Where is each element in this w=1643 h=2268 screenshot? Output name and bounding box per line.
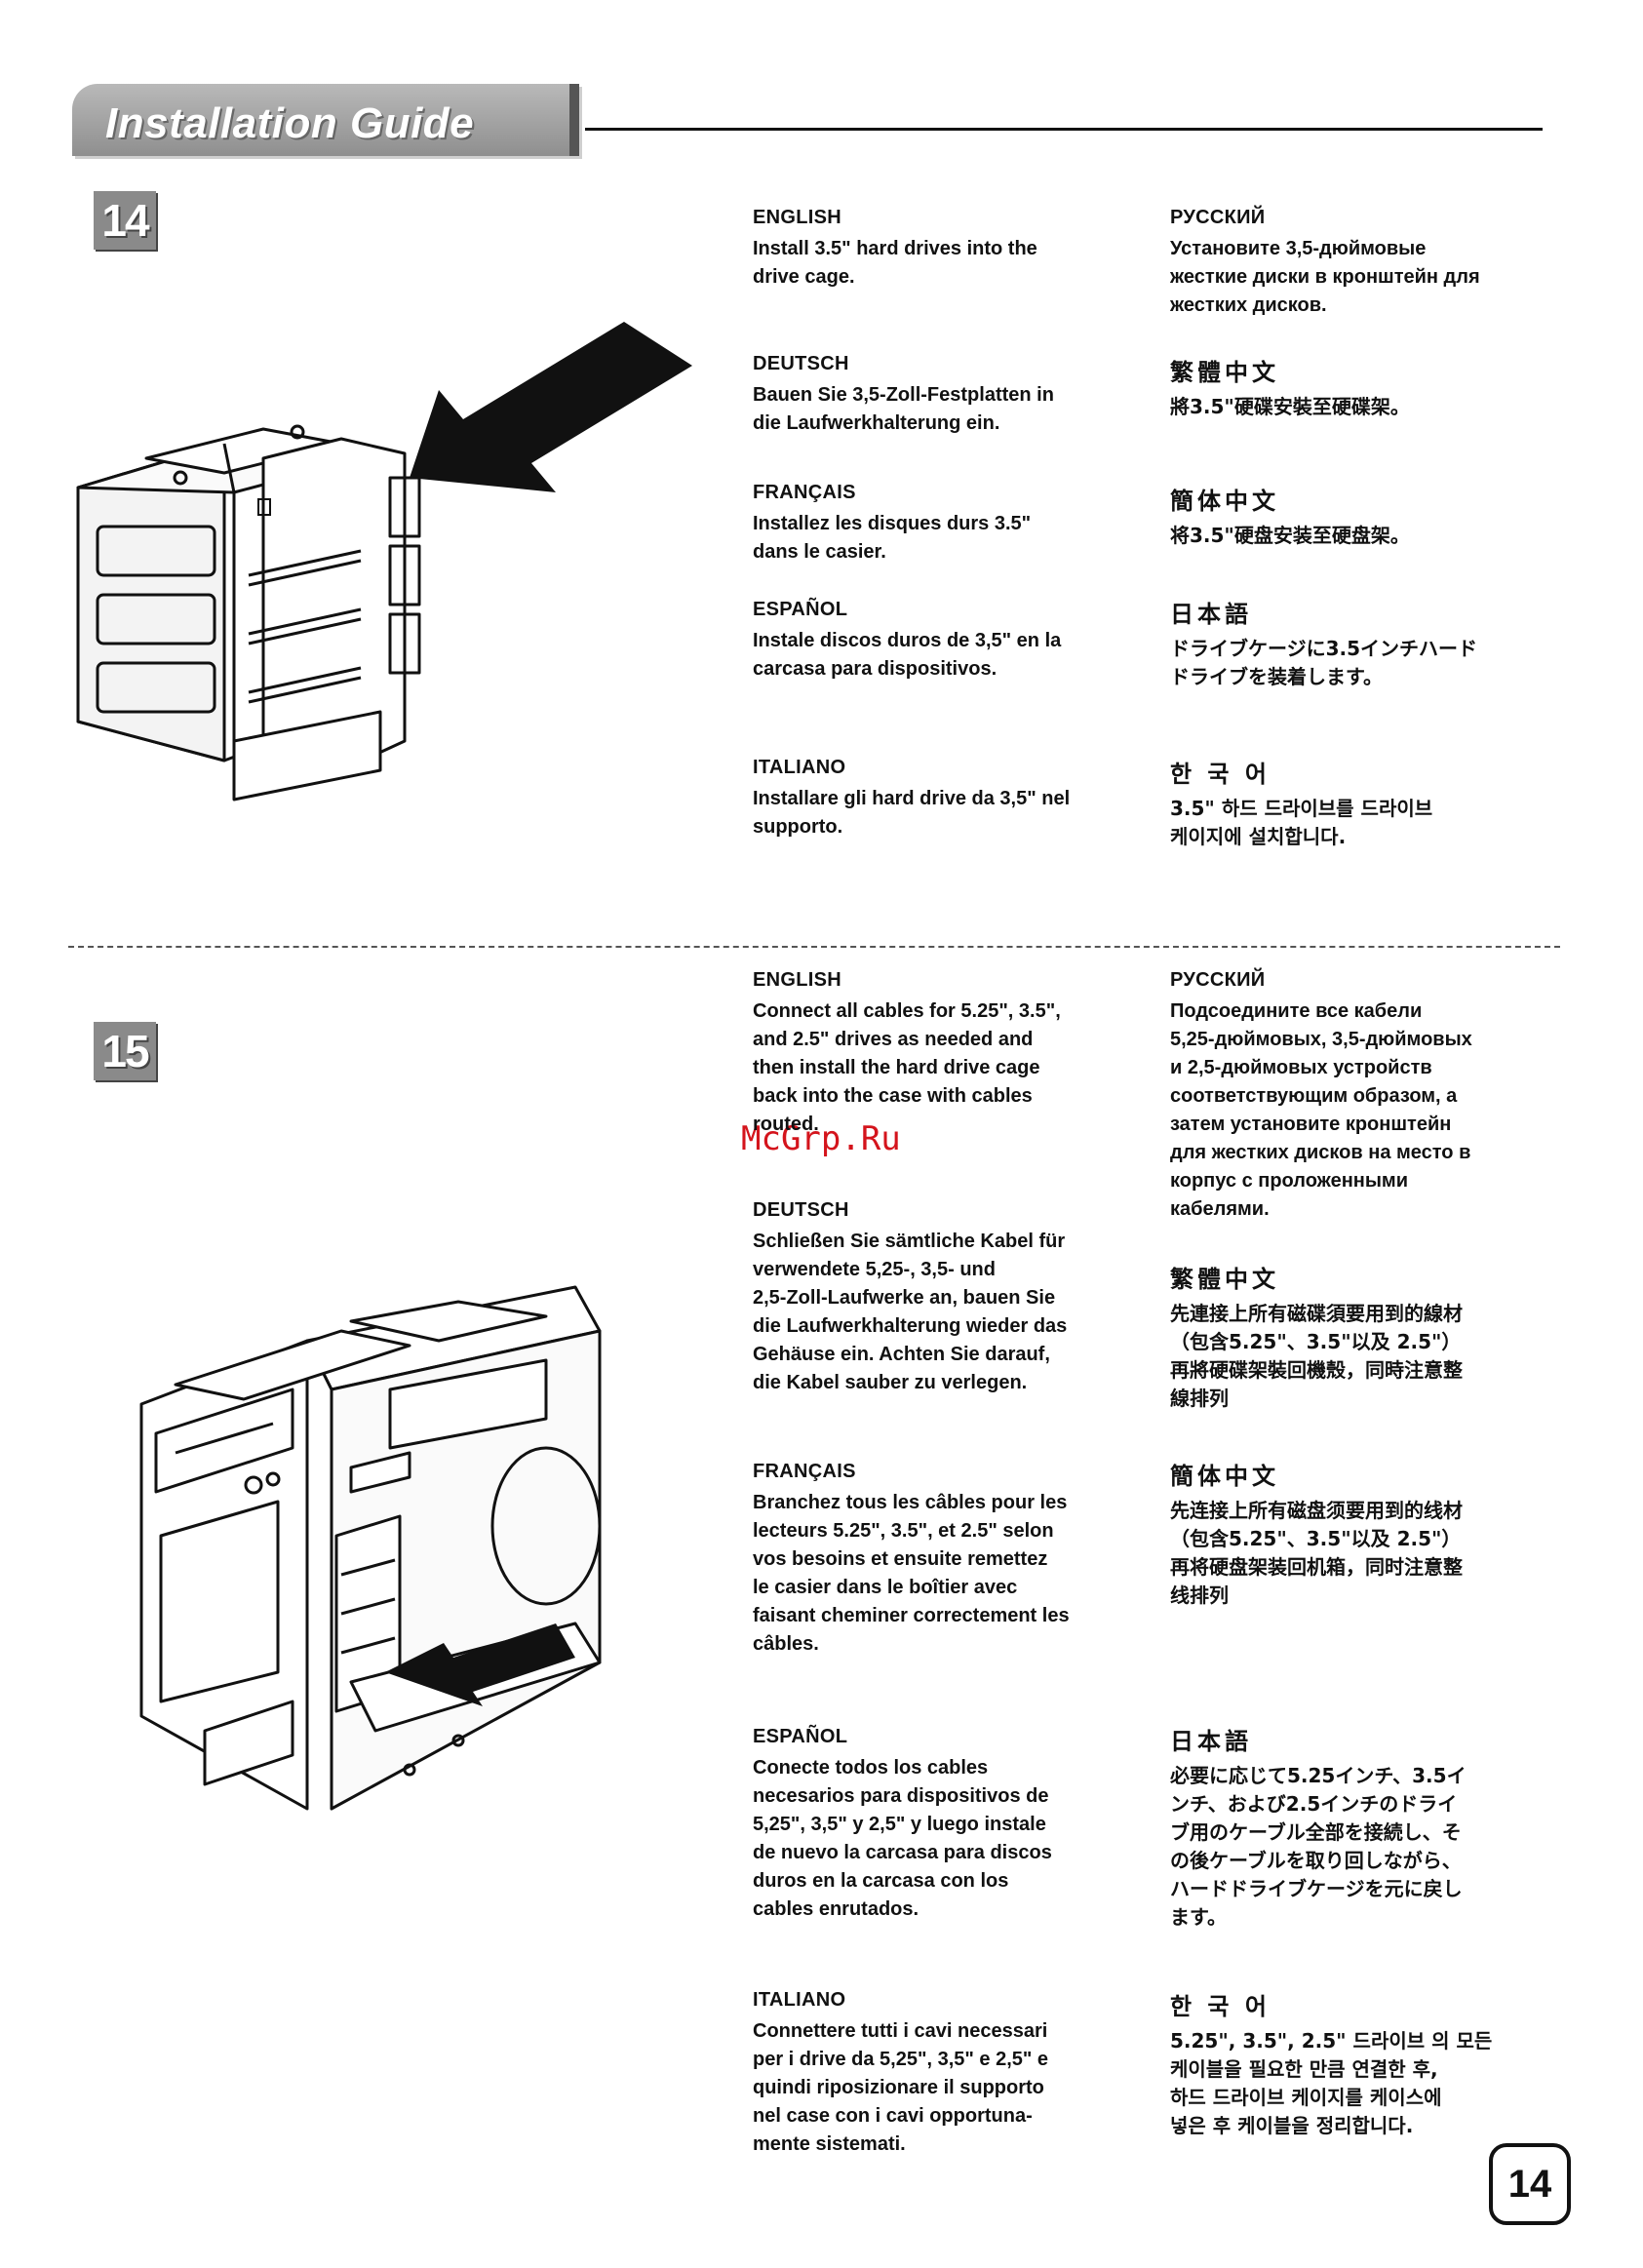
language-label: РУССКИЙ [1170,969,1266,991]
instruction-text: ドライブケージに3.5インチハード ドライブを装着します。 [1170,637,1478,688]
language-label: 繁體中文 [1170,359,1279,386]
language-label: РУССКИЙ [1170,207,1266,228]
step-14-japanese: 日本語 ドライブケージに3.5インチハード ドライブを装着します。 [1170,595,1477,691]
step-15-francais: FRANÇAIS Branchez tous les câbles pour l… [753,1461,1070,1659]
language-label: 簡体中文 [1170,1463,1279,1490]
section-header: Installation Guide [72,84,579,158]
language-label: ITALIANO [753,757,846,778]
step-15-deutsch: DEUTSCH Schließen Sie sämtliche Kabel fü… [753,1199,1067,1397]
step-15-english: ENGLISH Connect all cables for 5.25", 3.… [753,969,1061,1139]
pc-case-illustration [117,1224,624,1848]
step-15-japanese: 日本語 必要に応じて5.25インチ、3.5イ ンチ、および2.5インチのドライ … [1170,1722,1467,1932]
instruction-text: Bauen Sie 3,5-Zoll-Festplatten in die La… [753,384,1054,434]
drive-cage-drawing [76,322,692,802]
step-14-italiano: ITALIANO Installare gli hard drive da 3,… [753,757,1070,841]
language-label: 日本語 [1170,1728,1252,1755]
step-15-korean: 한 국 어 5.25", 3.5", 2.5" 드라이브 의 모든 케이블을 필… [1170,1987,1492,2140]
step-15-italiano: ITALIANO Connettere tutti i cavi necessa… [753,1989,1048,2159]
header-tab [72,84,579,156]
step-14-simplified-chinese: 簡体中文 将3.5"硬盘安装至硬盘架。 [1170,482,1410,550]
instruction-text: Conecte todos los cables necesarios para… [753,1757,1052,1920]
step-15-traditional-chinese: 繁體中文 先連接上所有磁碟須要用到的線材 （包含5.25"、3.5"以及 2.5… [1170,1260,1463,1413]
instruction-text: 先连接上所有磁盘须要用到的线材 （包含5.25"、3.5"以及 2.5"） 再将… [1170,1499,1463,1607]
drive-cage-illustration [68,283,702,809]
instruction-text: Schließen Sie sämtliche Kabel für verwen… [753,1231,1068,1393]
instruction-text: Branchez tous les câbles pour les lecteu… [753,1492,1070,1655]
language-label: FRANÇAIS [753,482,856,503]
step-14-russian: РУССКИЙ Установите 3,5-дюймовые жесткие … [1170,207,1480,320]
step-14-deutsch: DEUTSCH Bauen Sie 3,5-Zoll-Festplatten i… [753,353,1054,438]
instruction-text: Connettere tutti i cavi necessari per i … [753,2020,1049,2155]
language-label: ENGLISH [753,969,841,991]
instruction-text: 將3.5"硬碟安裝至硬碟架。 [1170,395,1410,418]
language-label: DEUTSCH [753,1199,849,1221]
step-14-francais: FRANÇAIS Installez les disques durs 3.5"… [753,482,1031,567]
language-label: FRANÇAIS [753,1461,856,1482]
section-title: Installation Guide [105,99,475,147]
instruction-text: Connect all cables for 5.25", 3.5", and … [753,1000,1061,1135]
watermark: McGrp.Ru [741,1119,901,1158]
page-number: 14 [1489,2143,1571,2225]
language-label: 한 국 어 [1170,761,1271,788]
step-14-traditional-chinese: 繁體中文 將3.5"硬碟安裝至硬碟架。 [1170,353,1410,421]
instruction-text: 必要に応じて5.25インチ、3.5イ ンチ、および2.5インチのドライ ブ用のケ… [1170,1764,1467,1929]
instruction-text: 先連接上所有磁碟須要用到的線材 （包含5.25"、3.5"以及 2.5"） 再將… [1170,1302,1463,1410]
language-label: 簡体中文 [1170,488,1279,515]
language-label: DEUTSCH [753,353,849,374]
instruction-text: Установите 3,5-дюймовые жесткие диски в … [1170,238,1480,316]
language-label: 日本語 [1170,601,1252,628]
instruction-text: Install 3.5" hard drives into the drive … [753,238,1037,288]
step-15-badge: 15 [94,1022,156,1080]
language-label: ITALIANO [753,1989,846,2011]
language-label: ENGLISH [753,207,841,228]
step-14-english: ENGLISH Install 3.5" hard drives into th… [753,207,1037,292]
language-label: 繁體中文 [1170,1266,1279,1293]
instruction-text: 3.5" 하드 드라이브를 드라이브 케이지에 설치합니다. [1170,797,1433,848]
instruction-text: Подсоедините все кабели 5,25-дюймовых, 3… [1170,1000,1472,1220]
pc-case-drawing [139,1285,602,1811]
header-rule [585,128,1543,131]
instruction-text: Installez les disques durs 3.5" dans le … [753,513,1032,563]
language-label: ESPAÑOL [753,1726,848,1747]
instruction-text: 5.25", 3.5", 2.5" 드라이브 의 모든 케이블을 필요한 만큼 … [1170,2029,1493,2137]
step-15-russian: РУССКИЙ Подсоедините все кабели 5,25-дюй… [1170,969,1472,1224]
step-14-korean: 한 국 어 3.5" 하드 드라이브를 드라이브 케이지에 설치합니다. [1170,755,1432,851]
section-divider [68,946,1560,948]
instruction-text: Instale discos duros de 3,5" en la carca… [753,630,1062,680]
instruction-text: 将3.5"硬盘安装至硬盘架。 [1170,524,1410,547]
language-label: 한 국 어 [1170,1993,1271,2020]
language-label: ESPAÑOL [753,599,848,620]
instruction-text: Installare gli hard drive da 3,5" nel su… [753,788,1071,838]
step-14-badge: 14 [94,191,156,250]
step-14-espanol: ESPAÑOL Instale discos duros de 3,5" en … [753,599,1061,684]
step-15-simplified-chinese: 簡体中文 先连接上所有磁盘须要用到的线材 （包含5.25"、3.5"以及 2.5… [1170,1457,1463,1610]
step-15-espanol: ESPAÑOL Conecte todos los cables necesar… [753,1726,1052,1924]
